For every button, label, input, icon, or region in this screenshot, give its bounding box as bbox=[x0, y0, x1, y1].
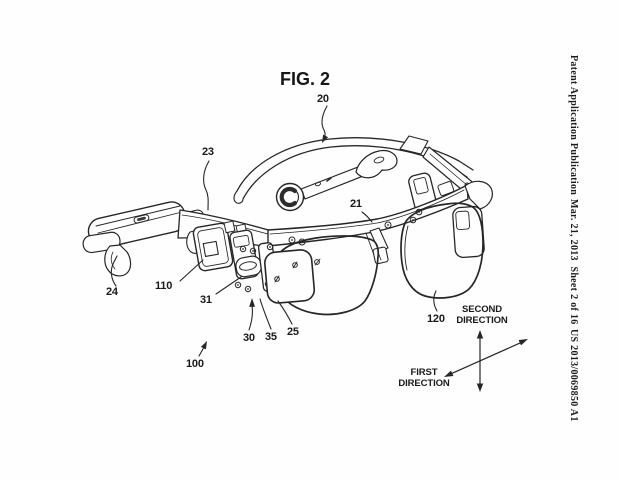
direction-arrows bbox=[444, 330, 528, 392]
leader-lines bbox=[110, 105, 438, 357]
headband bbox=[233, 135, 474, 212]
right-lens-back-plate bbox=[452, 205, 485, 259]
second-direction-line1: SECOND bbox=[461, 304, 503, 315]
first-direction-label: FIRST DIRECTION bbox=[382, 367, 466, 389]
frame-front bbox=[267, 180, 493, 265]
first-direction-line1: FIRST bbox=[410, 367, 438, 378]
ref-label-20: 20 bbox=[317, 93, 329, 105]
ref-label-30: 30 bbox=[243, 332, 255, 344]
second-direction-label: SECOND DIRECTION bbox=[440, 304, 524, 326]
header-date-sheet: Mar. 21, 2013 Sheet 2 of 16 bbox=[568, 199, 579, 325]
ref-label-35: 35 bbox=[265, 331, 277, 343]
ref-label-100: 100 bbox=[186, 358, 204, 370]
ref-label-24: 24 bbox=[106, 286, 118, 298]
header-doc-number: US 2013/0069850 A1 bbox=[568, 329, 579, 422]
second-direction-line2: DIRECTION bbox=[456, 314, 508, 326]
first-direction-line2: DIRECTION bbox=[398, 377, 450, 389]
ref-label-21: 21 bbox=[350, 198, 362, 210]
ref-label-110: 110 bbox=[155, 280, 173, 292]
ref-label-120: 120 bbox=[427, 313, 445, 325]
ref-label-25: 25 bbox=[287, 326, 299, 338]
figure-title: FIG. 2 bbox=[280, 69, 331, 89]
ref-label-31: 31 bbox=[200, 294, 212, 306]
display-module bbox=[192, 220, 316, 304]
header-publication: Patent Application Publication bbox=[568, 55, 579, 196]
ref-label-23: 23 bbox=[202, 146, 214, 158]
